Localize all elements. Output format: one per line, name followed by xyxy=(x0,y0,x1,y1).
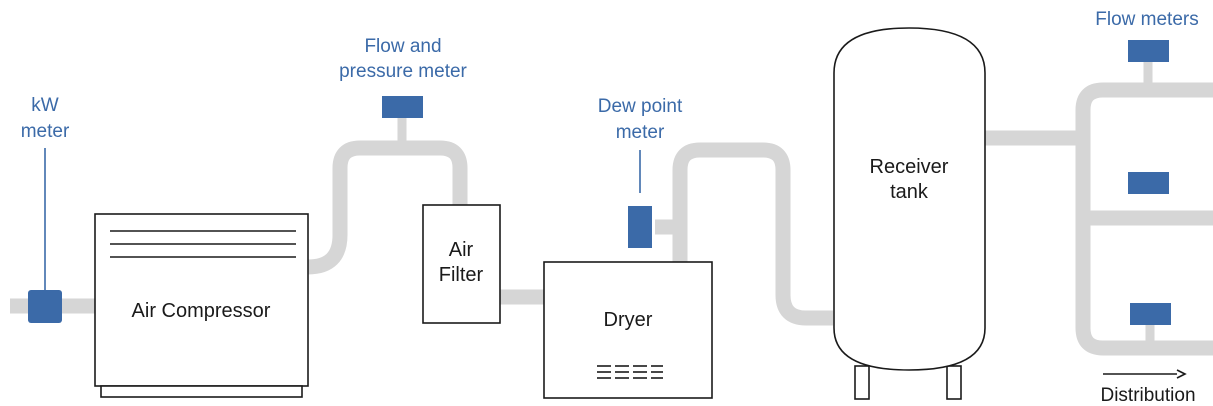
flow-meter-2 xyxy=(1128,172,1169,194)
dryer-label: Dryer xyxy=(604,309,653,331)
flow-meters-label: Flow meters xyxy=(1095,9,1198,30)
air-compressor: Air Compressor xyxy=(94,213,309,398)
dew-point-meter-label-line-2: meter xyxy=(616,122,665,143)
air-filter-label-line-1: Air xyxy=(449,239,474,261)
kw-meter-label-line-2: meter xyxy=(21,121,70,142)
receiver-tank-leg xyxy=(946,365,962,400)
air-compressor-base xyxy=(100,385,303,398)
air-filter-body xyxy=(422,204,501,324)
dryer-to-tank-pipe xyxy=(672,142,833,326)
flow-pressure-meter-label-line-2: pressure meter xyxy=(339,61,467,82)
air-compressor-label: Air Compressor xyxy=(132,300,271,322)
air-compressor-body xyxy=(94,213,309,387)
air-filter-label-line-2: Filter xyxy=(439,264,484,286)
flow-meter-1 xyxy=(1128,40,1169,62)
compressor-to-filter-pipe xyxy=(307,140,468,275)
dryer-body xyxy=(543,261,713,399)
distribution-arrow-icon xyxy=(1103,369,1187,379)
dew-point-meter-label-line-1: Dew point xyxy=(598,96,683,117)
receiver-tank-label-line-2: tank xyxy=(890,181,929,203)
receiver-tank-leg xyxy=(854,365,870,400)
flow-meter-3 xyxy=(1130,303,1171,325)
receiver-tank-label-line-1: Receiver xyxy=(870,156,949,178)
flow-pressure-meter-label-line-1: Flow and xyxy=(364,36,441,57)
pipework xyxy=(10,82,1213,356)
receiver-tank-body xyxy=(833,27,986,371)
kw-meter xyxy=(28,290,62,323)
kw-meter-label-line-1: kW xyxy=(31,95,59,116)
flow-pressure-meter xyxy=(382,96,423,118)
air-filter: Air Filter xyxy=(422,204,501,324)
dew-point-meter xyxy=(628,206,652,248)
receiver-tank: Receiver tank xyxy=(833,27,986,400)
dryer: Dryer xyxy=(543,261,713,399)
dryer-vent-icon xyxy=(597,365,663,379)
distribution-label: Distribution xyxy=(1100,385,1195,406)
